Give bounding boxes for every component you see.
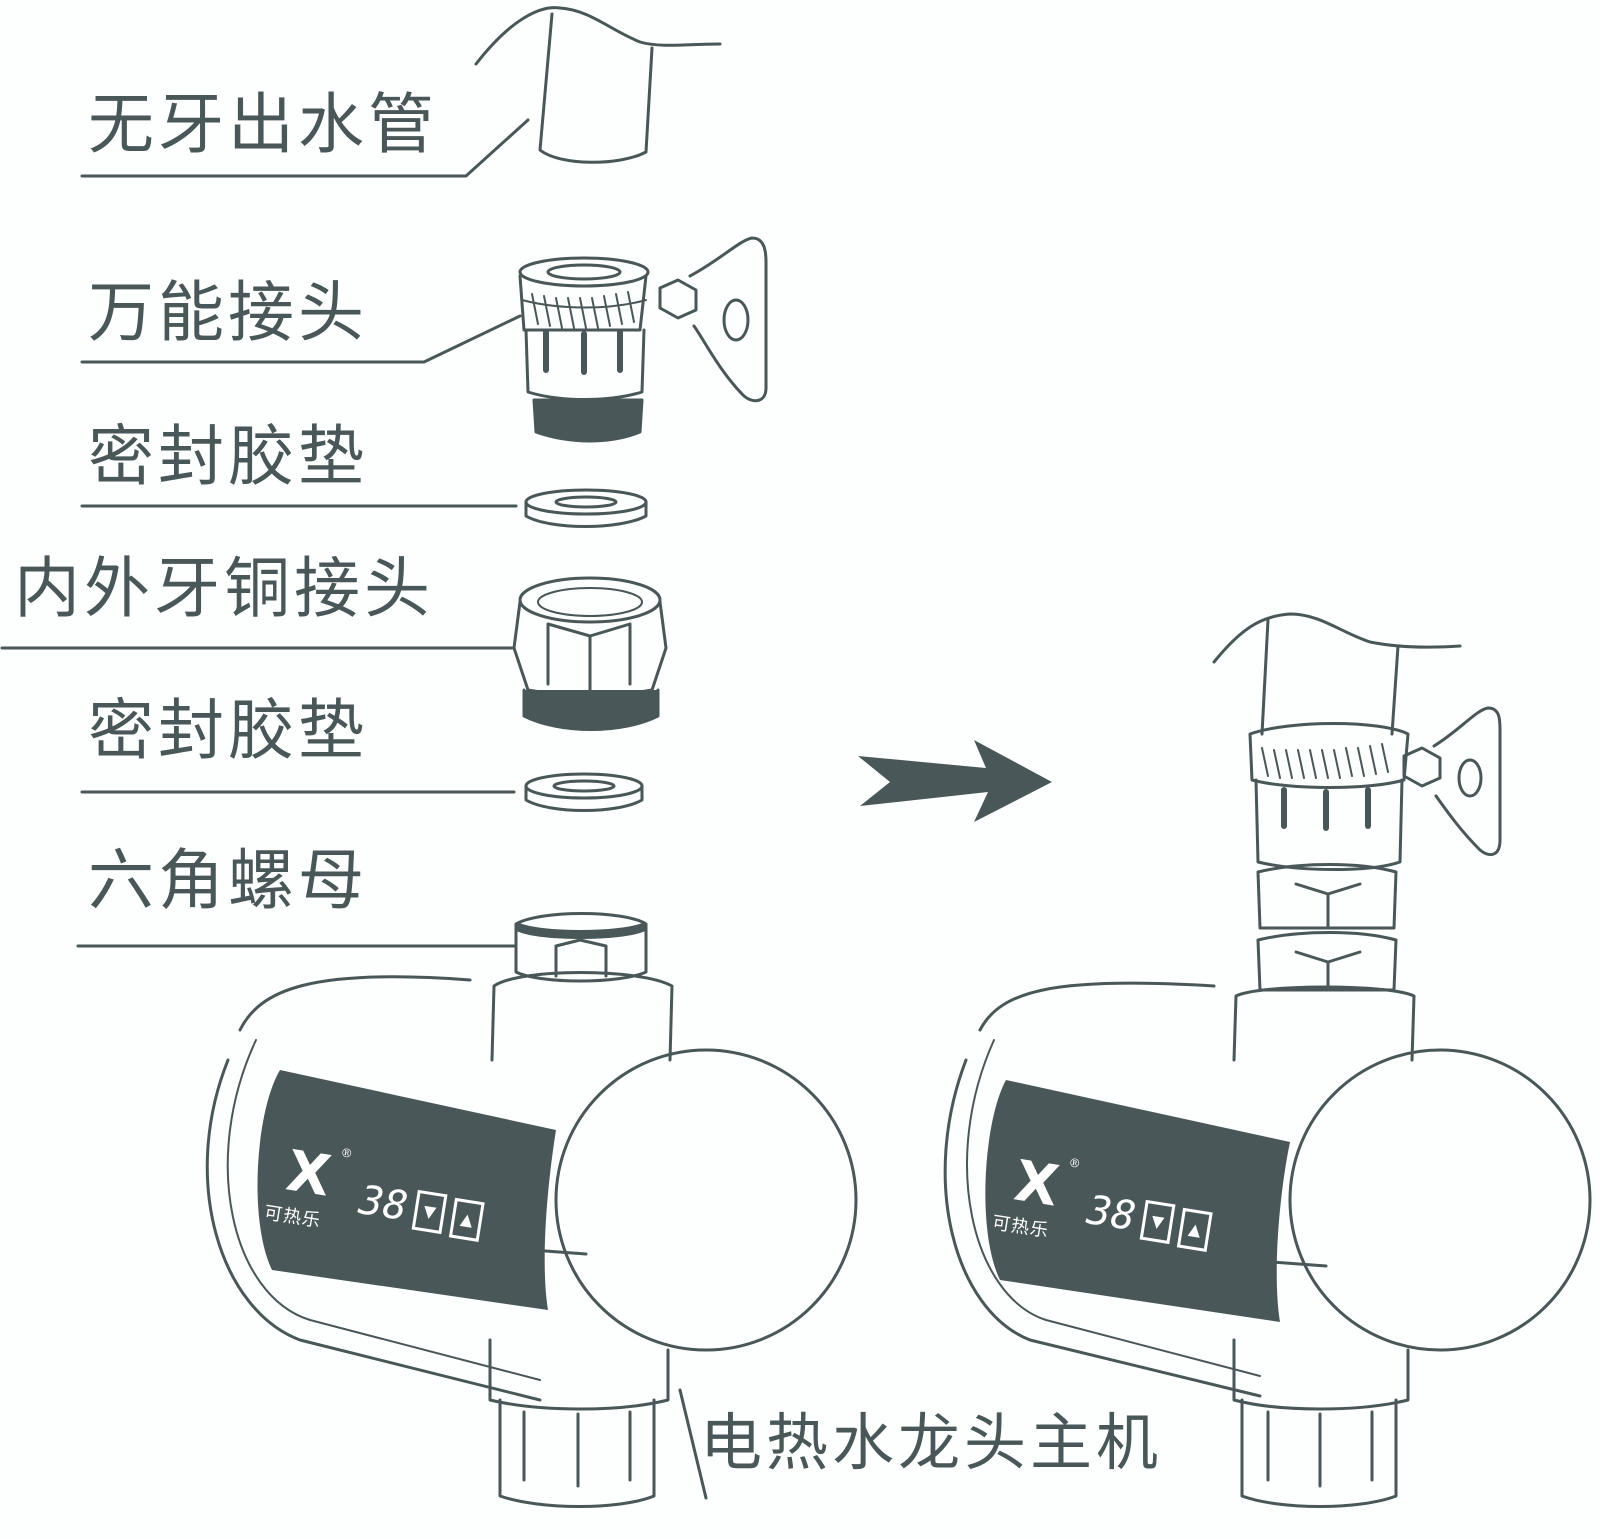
registered-mark: ® [1067, 1155, 1082, 1172]
temp-down-button[interactable]: ▼ [411, 1189, 448, 1235]
label-universal-adapter: 万能接头 [88, 274, 368, 351]
outlet-pipe-illustration [474, 6, 722, 164]
temperature-readout: 38 [355, 1177, 411, 1231]
rubber-gasket-2-illustration [524, 772, 644, 812]
temp-up-button[interactable]: ▲ [448, 1197, 485, 1242]
rubber-gasket-1-illustration [524, 488, 648, 528]
registered-mark: ® [339, 1145, 354, 1162]
down-arrow-icon: ▼ [1150, 1211, 1166, 1232]
main-unit-assembled-illustration [943, 612, 1592, 1508]
universal-adapter-illustration [518, 236, 768, 443]
down-arrow-icon: ▼ [422, 1201, 438, 1222]
display-panel-assembled [985, 1080, 1290, 1322]
label-unthreaded-outlet-pipe: 无牙出水管 [88, 86, 438, 163]
up-arrow-icon: ▲ [459, 1209, 475, 1230]
label-main-unit: 电热水龙头主机 [700, 1406, 1163, 1479]
display-panel-exploded [257, 1070, 556, 1310]
label-hex-nut: 六角螺母 [88, 842, 368, 919]
up-arrow-icon: ▲ [1187, 1219, 1203, 1240]
brand-logo-icon: X [282, 1138, 336, 1210]
temp-up-button[interactable]: ▲ [1176, 1207, 1213, 1252]
temp-down-button[interactable]: ▼ [1139, 1199, 1176, 1245]
brass-adapter-illustration [512, 576, 668, 731]
label-rubber-gasket-1: 密封胶垫 [88, 418, 368, 495]
label-rubber-gasket-2: 密封胶垫 [88, 692, 368, 769]
main-unit-exploded-illustration [205, 912, 858, 1508]
temperature-readout: 38 [1083, 1187, 1139, 1241]
label-brass-adapter: 内外牙铜接头 [14, 550, 434, 627]
brand-logo-icon: X [1010, 1148, 1064, 1220]
leader-line-main-unit [678, 1388, 708, 1500]
leader-line-pipe [80, 118, 530, 178]
right-arrow-icon [858, 740, 1052, 822]
leader-line-adapter [80, 314, 522, 364]
